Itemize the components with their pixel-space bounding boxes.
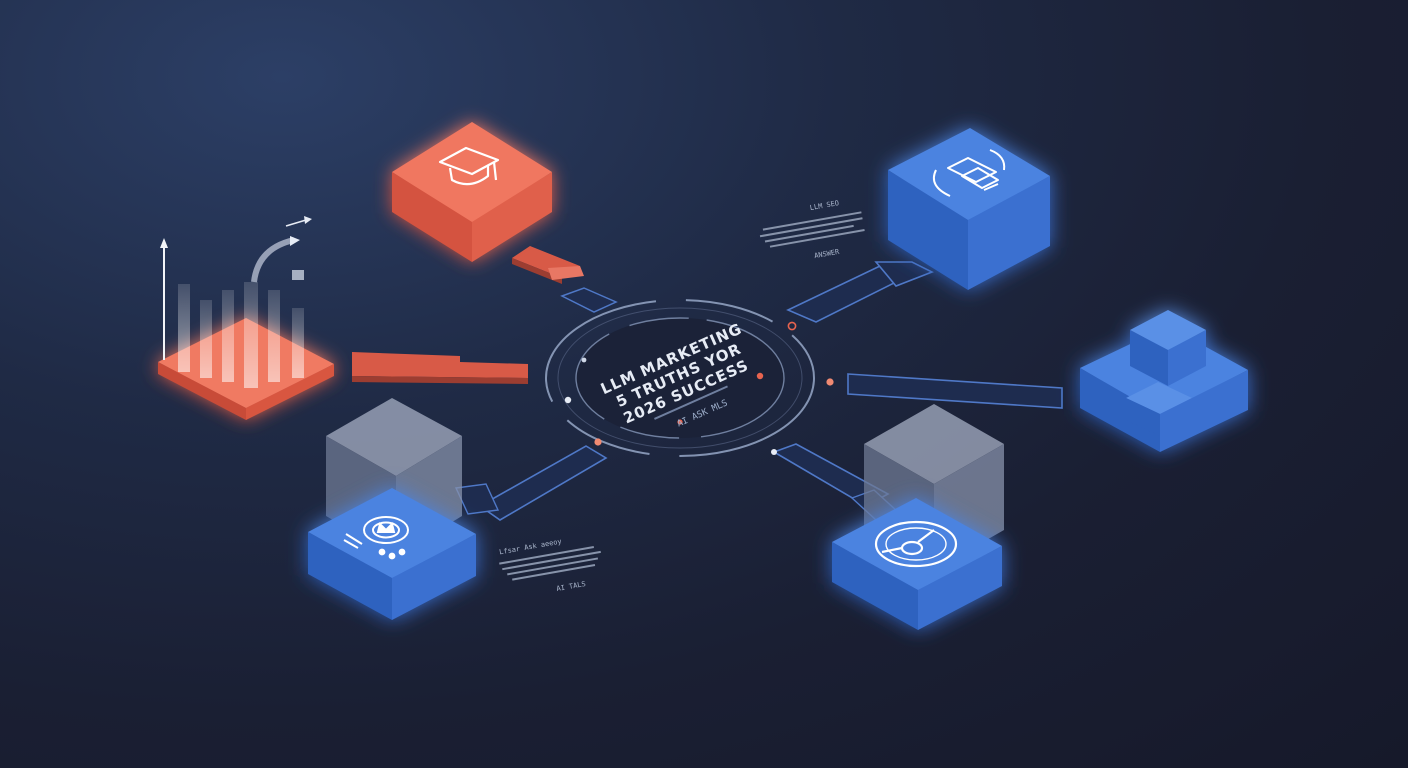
crown-badge-icon — [343, 516, 409, 560]
hub: LLM MARKETING 5 TRUTHS YOR 2026 SUCCESS … — [545, 299, 834, 457]
graduation-cap-icon — [438, 146, 500, 186]
node-top-right — [888, 128, 1050, 290]
caption-top-right-tag: ANSWER — [814, 248, 841, 260]
connector-top-left — [512, 246, 618, 313]
hub-ring-inner — [575, 317, 785, 439]
caption-top-right: LLM SEO ANSWER — [759, 199, 865, 260]
node-top-left — [392, 122, 552, 262]
node-left-chart — [158, 216, 334, 420]
node-bottom-left — [308, 398, 476, 620]
node-bottom-right — [832, 404, 1004, 630]
caption-bottom-left: Lfsar Ask aeeoy AI TALS — [499, 538, 601, 593]
hub-ring-outer — [545, 299, 815, 457]
caption-bottom-left-tag: AI TALS — [556, 580, 586, 593]
caption-top-right-title: LLM SEO — [809, 199, 839, 212]
stacked-blocks-icon — [1080, 310, 1248, 452]
chat-device-icon — [932, 149, 1006, 197]
node-right-blocks — [1080, 310, 1248, 452]
connector-left — [352, 352, 528, 384]
connector-right — [847, 373, 1063, 409]
target-dial-icon — [874, 520, 958, 568]
growth-bar-chart-icon — [160, 216, 312, 388]
connector-top-right — [786, 261, 934, 323]
connector-bottom-left — [454, 445, 608, 521]
